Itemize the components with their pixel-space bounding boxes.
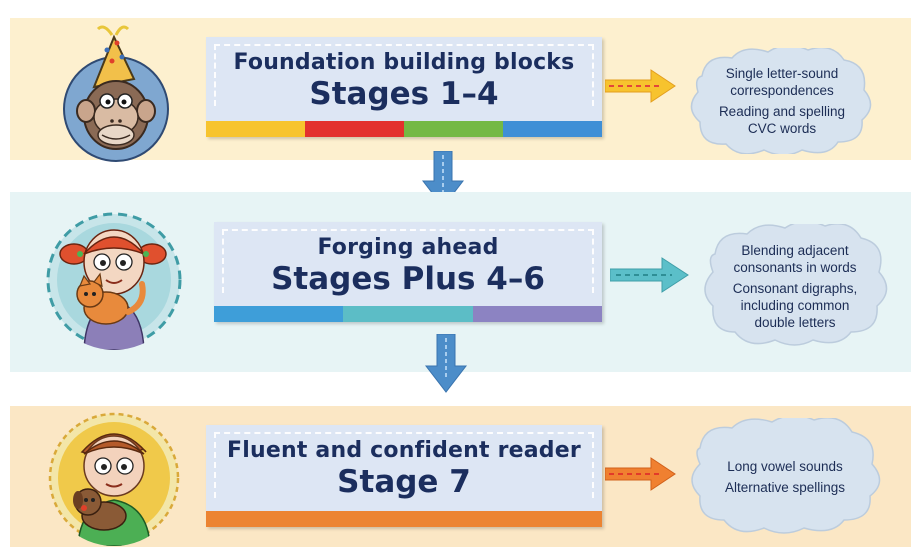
right-arrow-icon xyxy=(605,457,676,491)
skill-line: CVC words xyxy=(747,121,817,136)
color-stripe xyxy=(206,511,602,527)
skill-item: Long vowel sounds xyxy=(727,458,843,475)
skills-cloud-2: Blending adjacent consonants in words Co… xyxy=(697,224,893,348)
stage-label: Stage 7 xyxy=(337,464,471,500)
down-arrow-icon xyxy=(424,334,468,393)
color-stripe xyxy=(206,121,602,137)
stage-label: Stages 1–4 xyxy=(309,76,499,112)
right-arrow-icon xyxy=(605,69,676,103)
skill-line: double letters xyxy=(754,314,836,330)
stage-title: Fluent and confident reader xyxy=(227,438,581,463)
skill-item: Single letter-sound correspondences xyxy=(726,65,839,99)
boy-with-dog-avatar xyxy=(46,410,182,546)
skills-cloud-3: Long vowel sounds Alternative spellings xyxy=(680,418,890,536)
stripe-segment xyxy=(206,511,602,527)
girl-with-cat-avatar xyxy=(44,210,184,350)
stripe-segment xyxy=(404,121,503,137)
stage-title: Foundation building blocks xyxy=(233,50,575,75)
stripe-segment xyxy=(343,306,473,322)
monkey-avatar xyxy=(62,25,170,163)
skill-line: including common xyxy=(740,297,850,313)
skill-line: correspondences xyxy=(730,83,834,98)
stage-card-2: Forging ahead Stages Plus 4–6 xyxy=(214,222,602,322)
skill-item: Alternative spellings xyxy=(725,479,845,496)
stripe-segment xyxy=(305,121,404,137)
skill-line: Reading and spelling xyxy=(718,104,846,119)
stage-label: Stages Plus 4–6 xyxy=(271,261,545,297)
skill-line: Consonant digraphs, xyxy=(732,280,858,296)
stage-card-1: Foundation building blocks Stages 1–4 xyxy=(206,37,602,137)
skill-line: Blending adjacent xyxy=(741,242,849,258)
skill-line: Single letter-sound xyxy=(725,66,839,81)
skill-item: Consonant digraphs, including common dou… xyxy=(733,280,858,331)
color-stripe xyxy=(214,306,602,322)
skill-item: Blending adjacent consonants in words xyxy=(733,242,856,276)
stripe-segment xyxy=(206,121,305,137)
stage-title: Forging ahead xyxy=(317,235,499,260)
skill-line: Alternative spellings xyxy=(724,480,846,495)
right-arrow-icon xyxy=(610,257,689,293)
skill-line: Long vowel sounds xyxy=(727,459,843,474)
stripe-segment xyxy=(472,306,602,322)
skill-line: consonants in words xyxy=(733,259,857,275)
stripe-segment xyxy=(214,306,344,322)
skill-item: Reading and spelling CVC words xyxy=(719,103,845,137)
skills-cloud-1: Single letter-sound correspondences Read… xyxy=(682,48,882,154)
stage-card-3: Fluent and confident reader Stage 7 xyxy=(206,425,602,527)
stripe-segment xyxy=(503,121,602,137)
